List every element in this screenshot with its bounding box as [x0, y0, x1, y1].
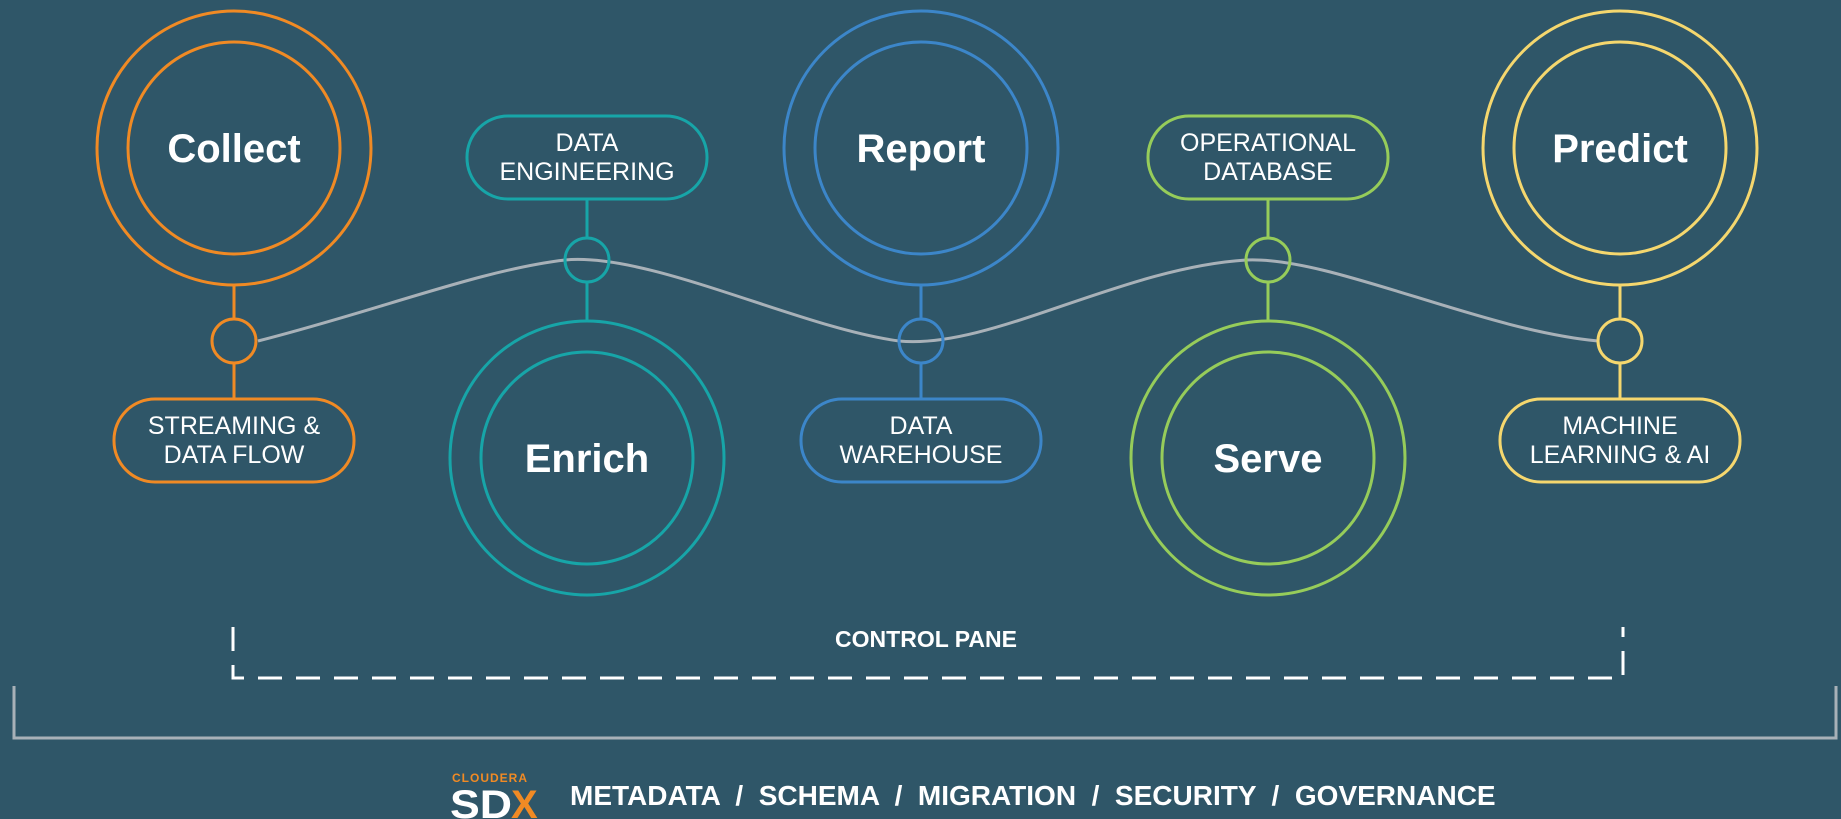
collect-pill-line2: DATA FLOW	[164, 441, 305, 469]
logo-x-text: X	[511, 783, 538, 819]
serve-label: Serve	[1214, 437, 1323, 481]
footer-capabilities: METADATA / SCHEMA / MIGRATION / SECURITY…	[570, 780, 1496, 811]
stage-collect: Collect STREAMING & DATA FLOW	[95, 9, 373, 484]
predict-inner-ring	[1512, 40, 1728, 256]
enrich-label: Enrich	[525, 437, 649, 481]
enrich-pill-line2: ENGINEERING	[499, 158, 674, 186]
control-pane: CONTROL PANE	[231, 626, 1625, 680]
report-pill-line1: DATA	[890, 412, 953, 440]
predict-pill-line1: MACHINE	[1562, 412, 1677, 440]
footer: CLOUDERA SD X METADATA / SCHEMA / MIGRAT…	[450, 771, 1496, 819]
report-pill	[799, 397, 1043, 484]
collect-label: Collect	[167, 127, 300, 171]
logo-cloudera-text: CLOUDERA	[452, 771, 528, 785]
stage-report: Report DATA WAREHOUSE	[782, 9, 1060, 484]
serve-pill-line1: OPERATIONAL	[1180, 129, 1356, 157]
predict-pill-line2: LEARNING & AI	[1530, 441, 1711, 469]
stage-serve: OPERATIONAL DATABASE Serve	[1129, 114, 1407, 597]
serve-outer-ring	[1129, 319, 1407, 597]
control-pane-dashed-bracket	[231, 627, 1625, 680]
stage-enrich: DATA ENGINEERING Enrich	[448, 114, 726, 597]
serve-inner-ring	[1160, 350, 1376, 566]
serve-pill-line2: DATABASE	[1203, 158, 1333, 186]
enrich-outer-ring	[448, 319, 726, 597]
collect-pill	[112, 397, 356, 484]
collect-inner-ring	[126, 40, 342, 256]
report-label: Report	[857, 127, 986, 171]
wave-connector	[257, 257, 1599, 344]
report-pill-line2: WAREHOUSE	[840, 441, 1003, 469]
predict-pill	[1498, 397, 1742, 484]
stage-predict: Predict MACHINE LEARNING & AI	[1481, 9, 1759, 484]
cloudera-sdx-logo: CLOUDERA SD X	[450, 771, 538, 819]
collect-pill-line1: STREAMING &	[148, 412, 321, 440]
predict-label: Predict	[1552, 127, 1688, 171]
logo-sd-text: SD	[450, 783, 512, 819]
report-inner-ring	[813, 40, 1029, 256]
enrich-pill-line1: DATA	[556, 129, 619, 157]
control-pane-label: CONTROL PANE	[835, 626, 1017, 652]
outer-bracket	[12, 686, 1838, 740]
enrich-inner-ring	[479, 350, 695, 566]
